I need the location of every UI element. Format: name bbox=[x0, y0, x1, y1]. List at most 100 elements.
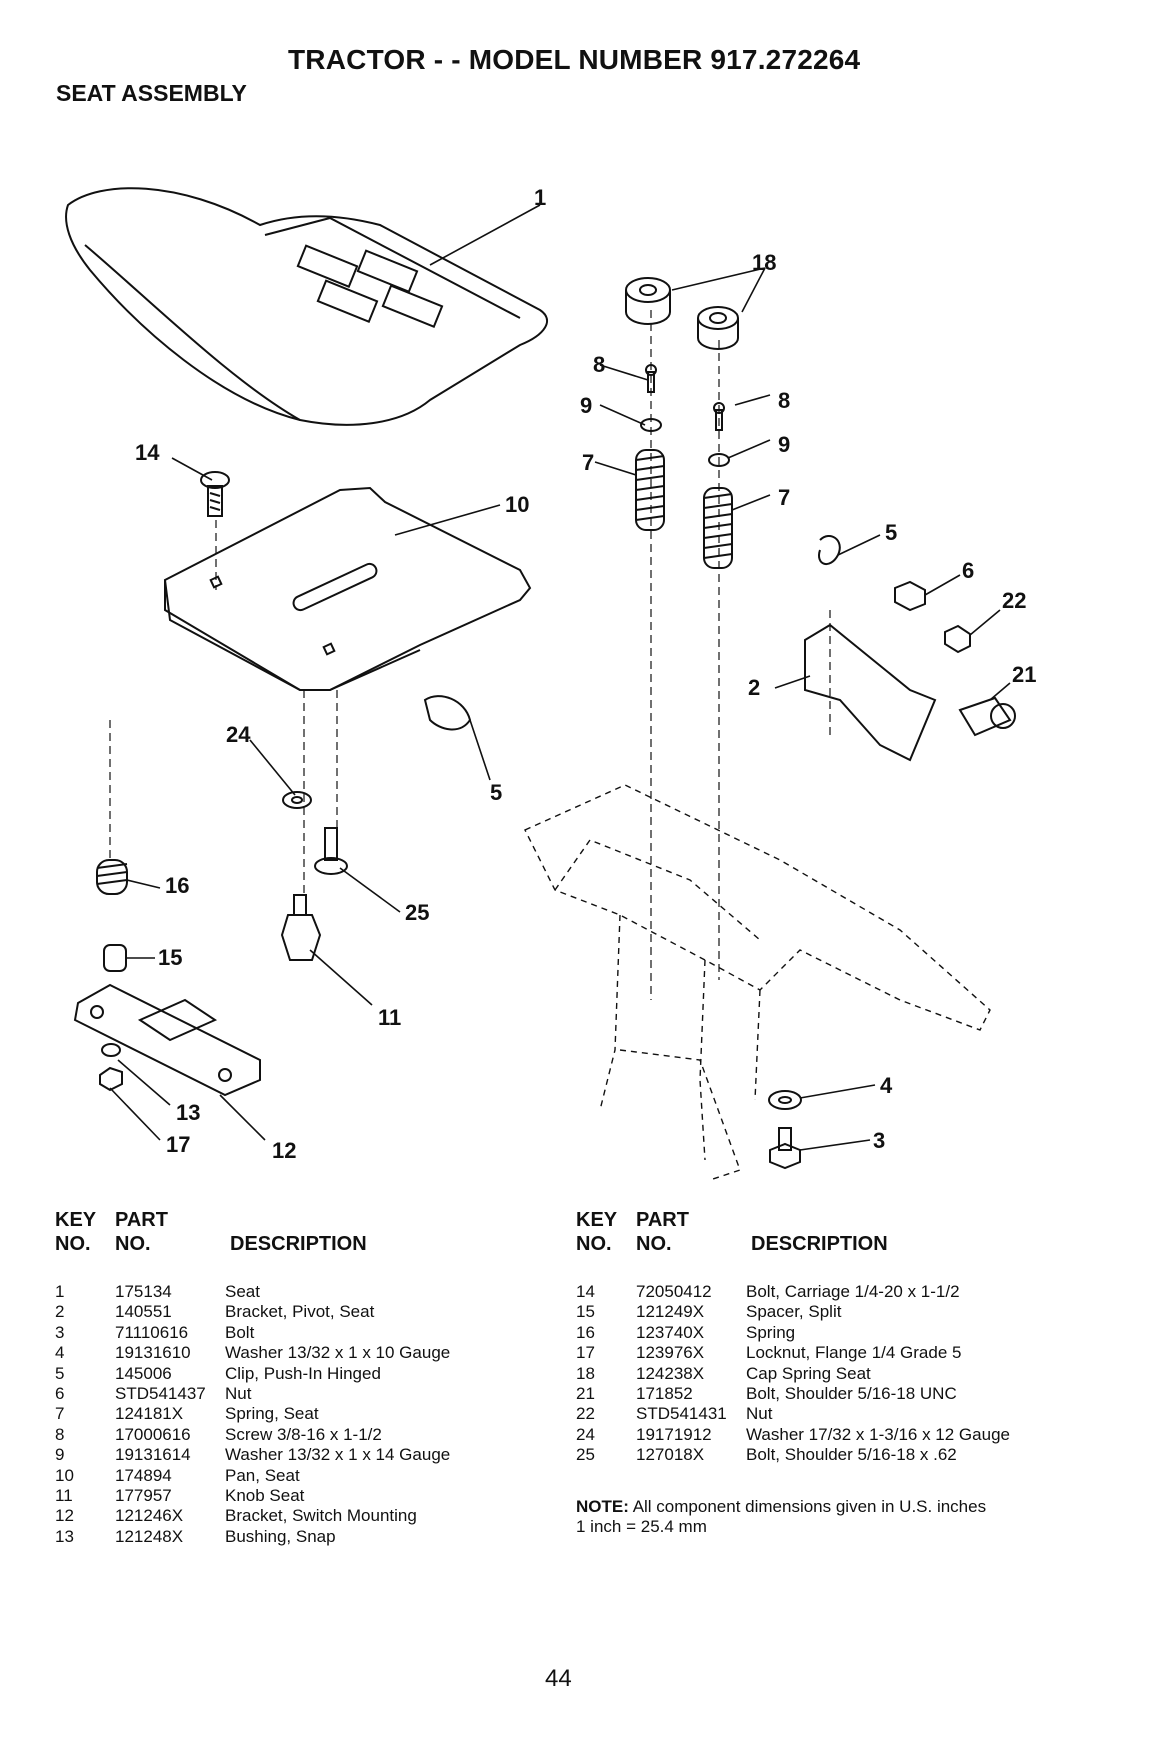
key-no: 4 bbox=[55, 1343, 65, 1363]
description: Pan, Seat bbox=[225, 1465, 300, 1485]
description: Knob Seat bbox=[225, 1486, 305, 1506]
description: Spring bbox=[746, 1322, 796, 1342]
description: Bracket, Pivot, Seat bbox=[225, 1302, 375, 1322]
header-description: DESCRIPTION bbox=[751, 1233, 888, 1255]
callout-8a: 8 bbox=[593, 352, 605, 377]
callout-16: 16 bbox=[165, 873, 189, 898]
page-number: 44 bbox=[545, 1665, 572, 1692]
header-description: DESCRIPTION bbox=[230, 1233, 367, 1255]
key-no: 8 bbox=[55, 1424, 65, 1444]
description: Bushing, Snap bbox=[225, 1526, 336, 1546]
part-no: STD541437 bbox=[115, 1384, 206, 1404]
part-no: 71110616 bbox=[115, 1322, 189, 1342]
parts-list-header: KEY NO. PART NO. DESCRIPTION bbox=[55, 1210, 505, 1282]
description: Bolt bbox=[225, 1322, 255, 1342]
part-no: 175134 bbox=[115, 1282, 172, 1301]
callout-17: 17 bbox=[166, 1132, 190, 1157]
key-no: 17 bbox=[576, 1343, 595, 1363]
part-no: 123976X bbox=[636, 1343, 705, 1363]
key-no: 5 bbox=[55, 1363, 65, 1383]
header-key-no: NO. bbox=[55, 1233, 91, 1255]
callout-9b: 9 bbox=[778, 432, 790, 457]
table-row: 3 71110616 Bolt bbox=[55, 1323, 505, 1343]
part-no: STD541431 bbox=[636, 1404, 727, 1424]
key-no: 13 bbox=[55, 1526, 74, 1546]
note-conversion: 1 inch = 25.4 mm bbox=[576, 1517, 707, 1536]
part-no: 127018X bbox=[636, 1445, 705, 1465]
key-no: 3 bbox=[55, 1322, 65, 1342]
description: Bolt, Shoulder 5/16-18 UNC bbox=[746, 1384, 957, 1404]
carriage-bolt-drawing bbox=[200, 471, 230, 517]
description: Spacer, Split bbox=[746, 1302, 842, 1322]
key-no: 21 bbox=[576, 1384, 595, 1404]
seat-pan-drawing bbox=[163, 486, 532, 691]
table-row: 7 124181X Spring, Seat bbox=[55, 1404, 505, 1424]
part-no: 19131614 bbox=[115, 1445, 191, 1465]
part-no: 124181X bbox=[115, 1404, 184, 1424]
key-no: 2 bbox=[55, 1302, 65, 1322]
key-no: 14 bbox=[576, 1282, 595, 1301]
table-row: 18 124238X Cap Spring Seat bbox=[576, 1364, 1026, 1384]
tractor-frame-phantom bbox=[524, 784, 991, 1181]
part-no: 19171912 bbox=[636, 1424, 712, 1444]
description: Cap Spring Seat bbox=[746, 1363, 871, 1383]
part-no: 121249X bbox=[636, 1302, 705, 1322]
key-no: 12 bbox=[55, 1506, 74, 1526]
header-part: PART bbox=[636, 1209, 689, 1231]
part-no: 140551 bbox=[115, 1302, 172, 1322]
callout-1: 1 bbox=[534, 185, 546, 210]
callout-5a: 5 bbox=[885, 520, 897, 545]
description: Bracket, Switch Mounting bbox=[225, 1506, 417, 1526]
key-no: 22 bbox=[576, 1404, 595, 1424]
description: Washer 13/32 x 1 x 14 Gauge bbox=[225, 1445, 451, 1465]
callout-12: 12 bbox=[272, 1138, 296, 1163]
key-no: 18 bbox=[576, 1363, 595, 1383]
callout-22: 22 bbox=[1002, 588, 1026, 613]
part-no: 123740X bbox=[636, 1322, 705, 1342]
part-no: 177957 bbox=[115, 1486, 172, 1506]
leader-lines bbox=[109, 204, 1011, 1151]
note-text: All component dimensions given in U.S. i… bbox=[632, 1497, 987, 1516]
callout-9a: 9 bbox=[580, 393, 592, 418]
section-title: SEAT ASSEMBLY bbox=[56, 80, 247, 106]
key-no: 9 bbox=[55, 1445, 65, 1465]
description: Bolt, Shoulder 5/16-18 x .62 bbox=[746, 1445, 957, 1465]
note-label: NOTE: bbox=[576, 1497, 629, 1516]
header-part-no: NO. bbox=[636, 1233, 672, 1255]
seat-drawing bbox=[65, 187, 548, 426]
callout-21: 21 bbox=[1012, 662, 1036, 687]
part-no: 17000616 bbox=[115, 1424, 191, 1444]
key-no: 11 bbox=[55, 1486, 73, 1506]
description: Spring, Seat bbox=[225, 1404, 319, 1424]
callout-6: 6 bbox=[962, 558, 974, 583]
callout-25: 25 bbox=[405, 900, 429, 925]
exploded-parts-diagram: 1 18 8 9 7 8 9 7 14 10 5 6 22 2 21 24 5 … bbox=[65, 185, 1036, 1181]
key-no: 10 bbox=[55, 1465, 74, 1485]
key-no: 7 bbox=[55, 1404, 65, 1424]
callout-10: 10 bbox=[505, 492, 529, 517]
description: Bolt, Carriage 1/4-20 x 1-1/2 bbox=[746, 1282, 960, 1301]
callout-11: 11 bbox=[378, 1005, 401, 1030]
callout-7b: 7 bbox=[778, 485, 790, 510]
description: Nut bbox=[225, 1384, 252, 1404]
part-no: 124238X bbox=[636, 1363, 705, 1383]
header-key-no: NO. bbox=[576, 1233, 612, 1255]
callout-14: 14 bbox=[135, 440, 160, 465]
callout-4: 4 bbox=[880, 1073, 893, 1098]
note: NOTE: All component dimensions given in … bbox=[576, 1497, 986, 1537]
parts-list-header: KEY NO. PART NO. DESCRIPTION bbox=[576, 1210, 1026, 1282]
callout-8b: 8 bbox=[778, 388, 790, 413]
